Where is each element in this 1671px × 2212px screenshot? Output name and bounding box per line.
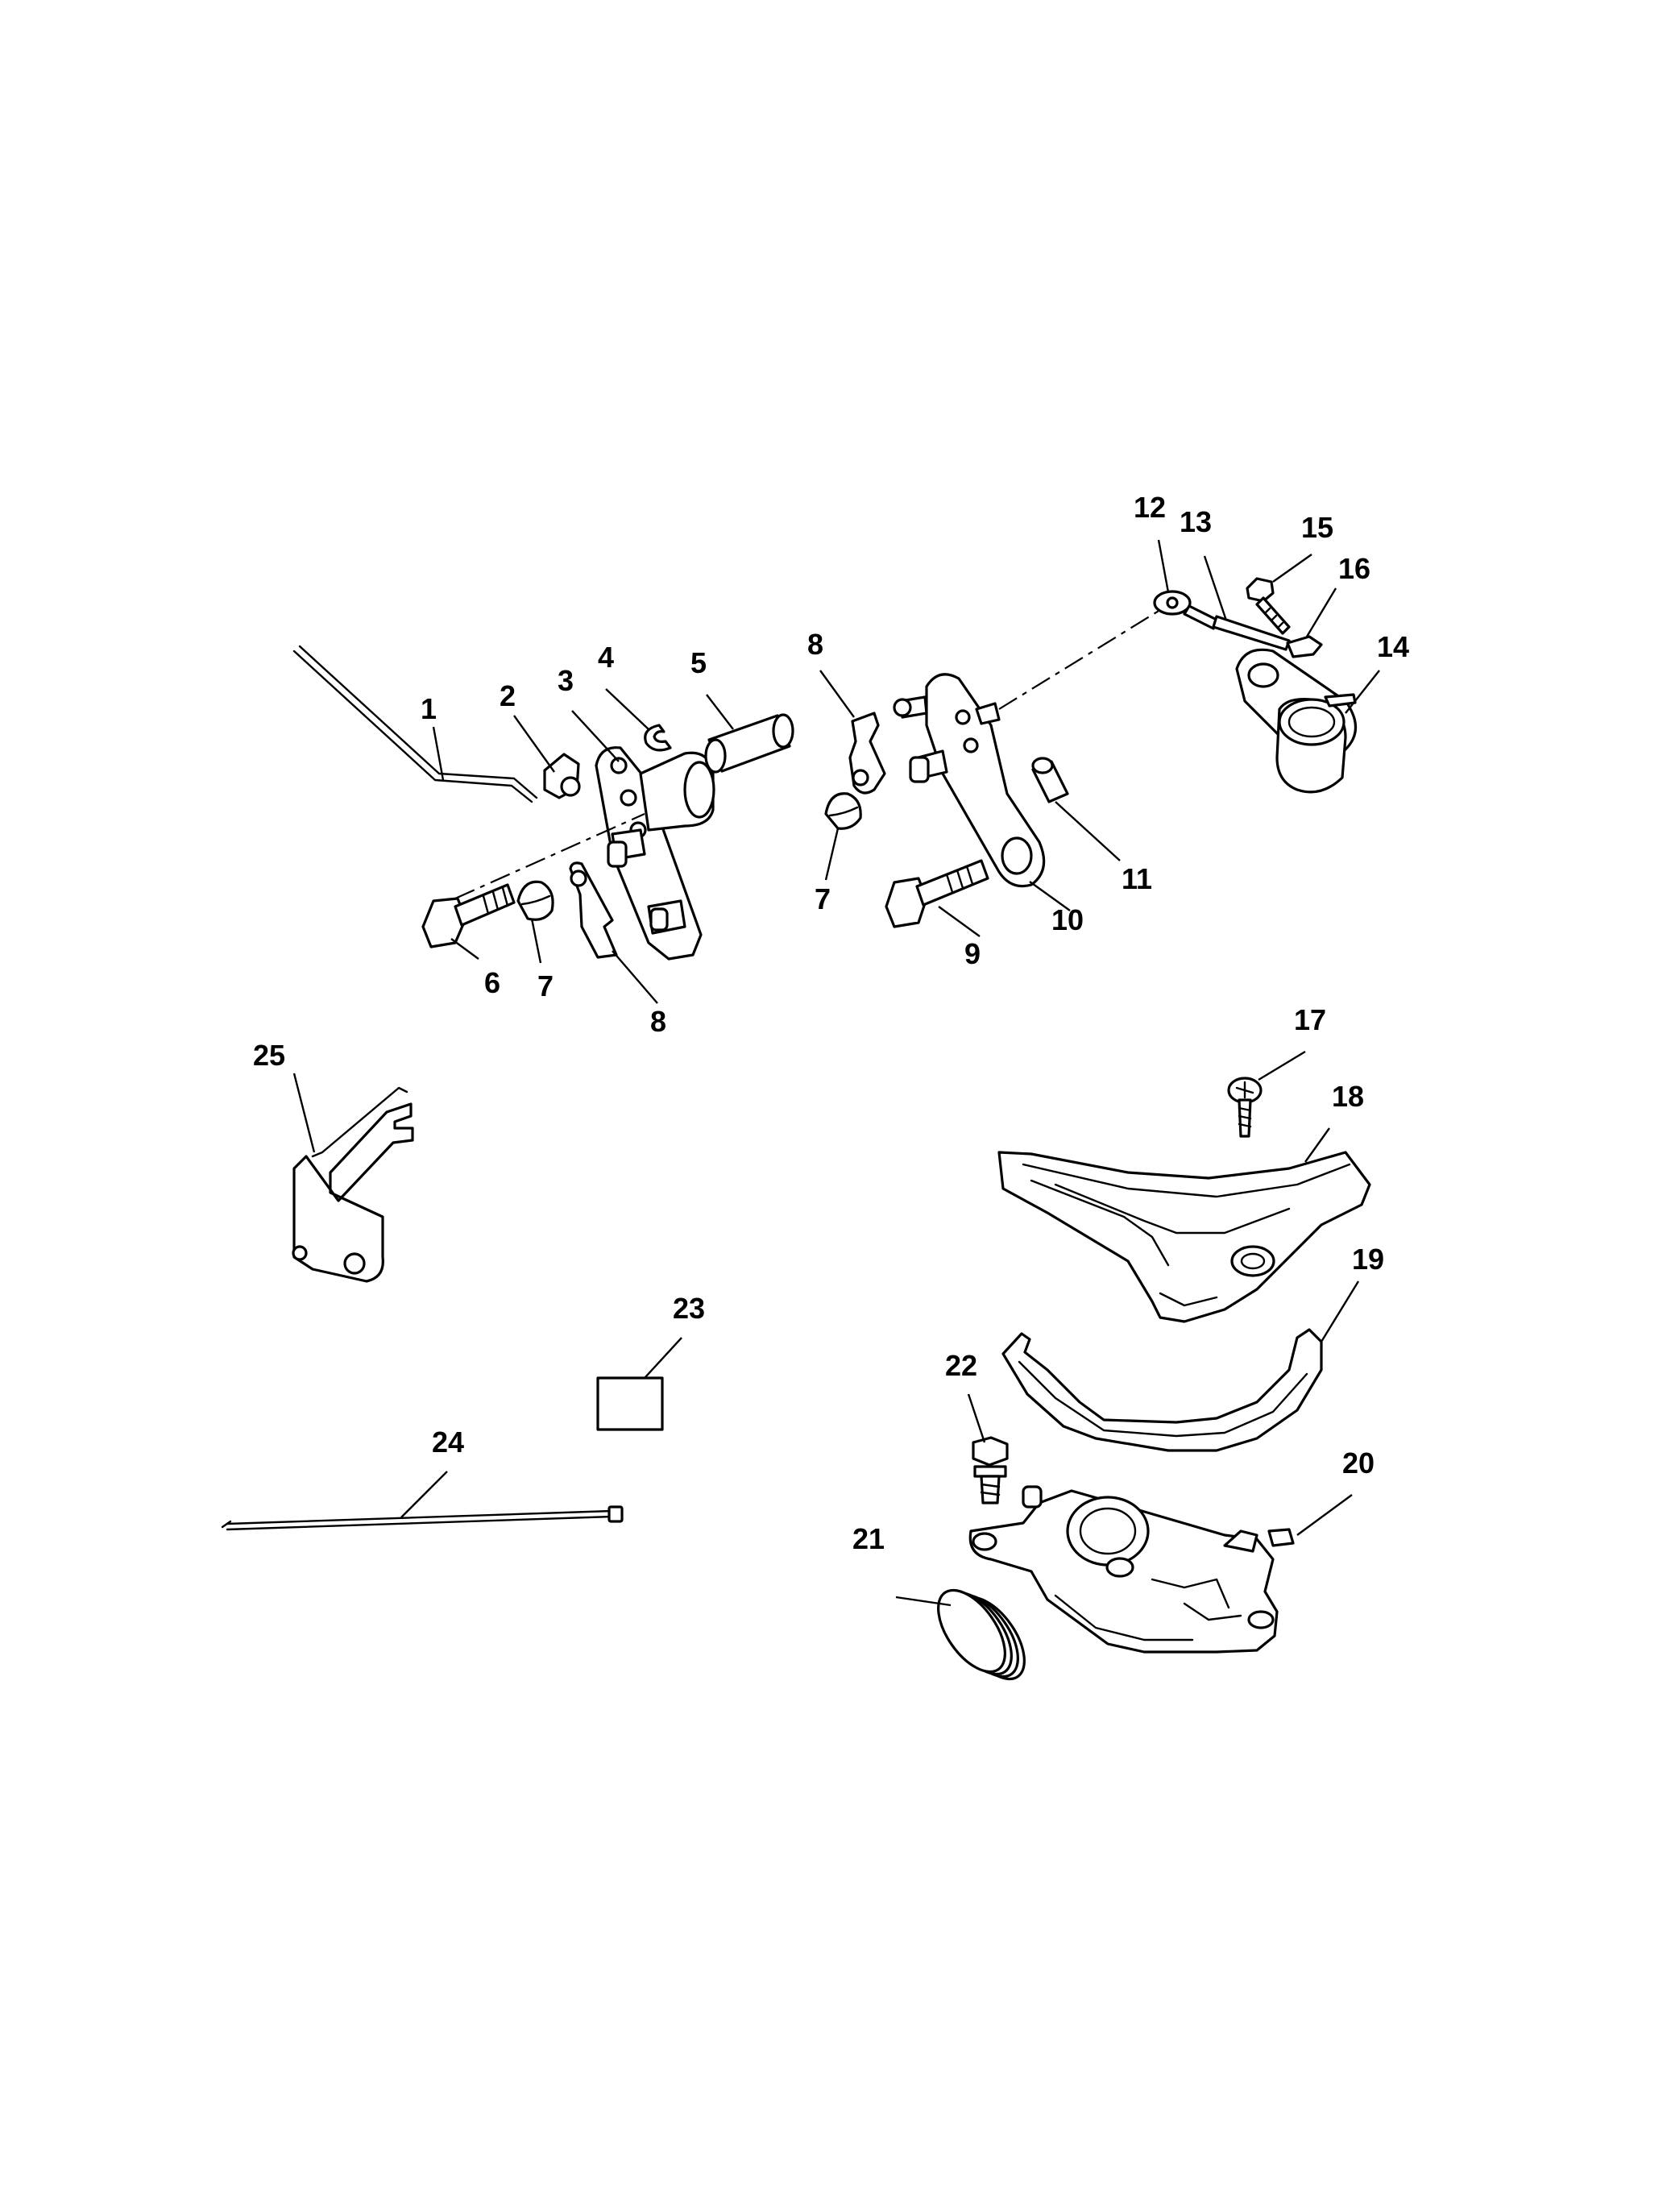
part-16-pin [1286,635,1323,658]
part-5-bushing [704,713,794,774]
part-14-lever [1235,648,1357,794]
part-1-rod [292,645,538,803]
leader-lines [292,539,1380,1607]
part-8b-link [848,712,886,795]
callout-5: 5 [690,646,707,679]
callout-10: 10 [1051,903,1084,936]
part-2-clip [543,753,581,799]
callout-14: 14 [1377,630,1409,663]
part-6-bolt [421,883,516,948]
callout-23: 23 [673,1292,705,1325]
callout-19: 19 [1352,1243,1384,1276]
callout-1: 1 [421,692,437,725]
part-8-link [569,861,618,959]
part-4-eclip [644,724,672,752]
callout-24: 24 [432,1426,464,1459]
callout-7b: 7 [815,882,831,915]
callout-17: 17 [1294,1003,1326,1036]
centerline-right [998,605,1167,710]
callout-21: 21 [852,1522,885,1555]
part-18-cover [997,1151,1371,1323]
part-19-seal [1001,1328,1323,1452]
callout-25: 25 [253,1039,285,1072]
part-24-cable-tie [221,1505,624,1531]
callout-9: 9 [964,937,981,970]
callout-12: 12 [1134,491,1166,524]
callout-6: 6 [484,966,500,999]
callout-8a: 8 [807,628,823,661]
part-20-housing [968,1485,1295,1654]
part-23-label [596,1376,664,1431]
callout-7a: 7 [537,969,554,1002]
part-10-lever [893,673,1046,888]
part-7-socket [516,880,554,921]
callout-2: 2 [500,679,516,712]
callout-8b: 8 [650,1005,666,1038]
part-17-screw [1227,1077,1263,1138]
callout-18: 18 [1332,1080,1364,1113]
centerline-left [454,812,645,900]
part-25-bracket [292,1086,414,1283]
callout-13: 13 [1180,505,1212,538]
part-15-screw [1246,577,1291,635]
part-11-spacer [1031,757,1069,803]
callout-11: 11 [1122,862,1152,895]
callout-4: 4 [598,641,614,674]
part-9-bolt [885,859,989,928]
part-3-lever [595,746,715,961]
callout-3: 3 [558,664,574,697]
part-12-13-link-rod [1153,590,1291,651]
part-21-shims [937,1588,1026,1681]
callout-labels: 1 2 3 4 5 6 7 8 8 7 9 10 11 12 13 14 15 … [253,491,1409,1555]
part-22-bolt [972,1436,1009,1504]
callout-22: 22 [945,1349,977,1382]
callout-16: 16 [1338,552,1370,585]
callout-15: 15 [1301,511,1333,544]
callout-20: 20 [1342,1446,1375,1480]
part-7b-socket [824,792,862,830]
